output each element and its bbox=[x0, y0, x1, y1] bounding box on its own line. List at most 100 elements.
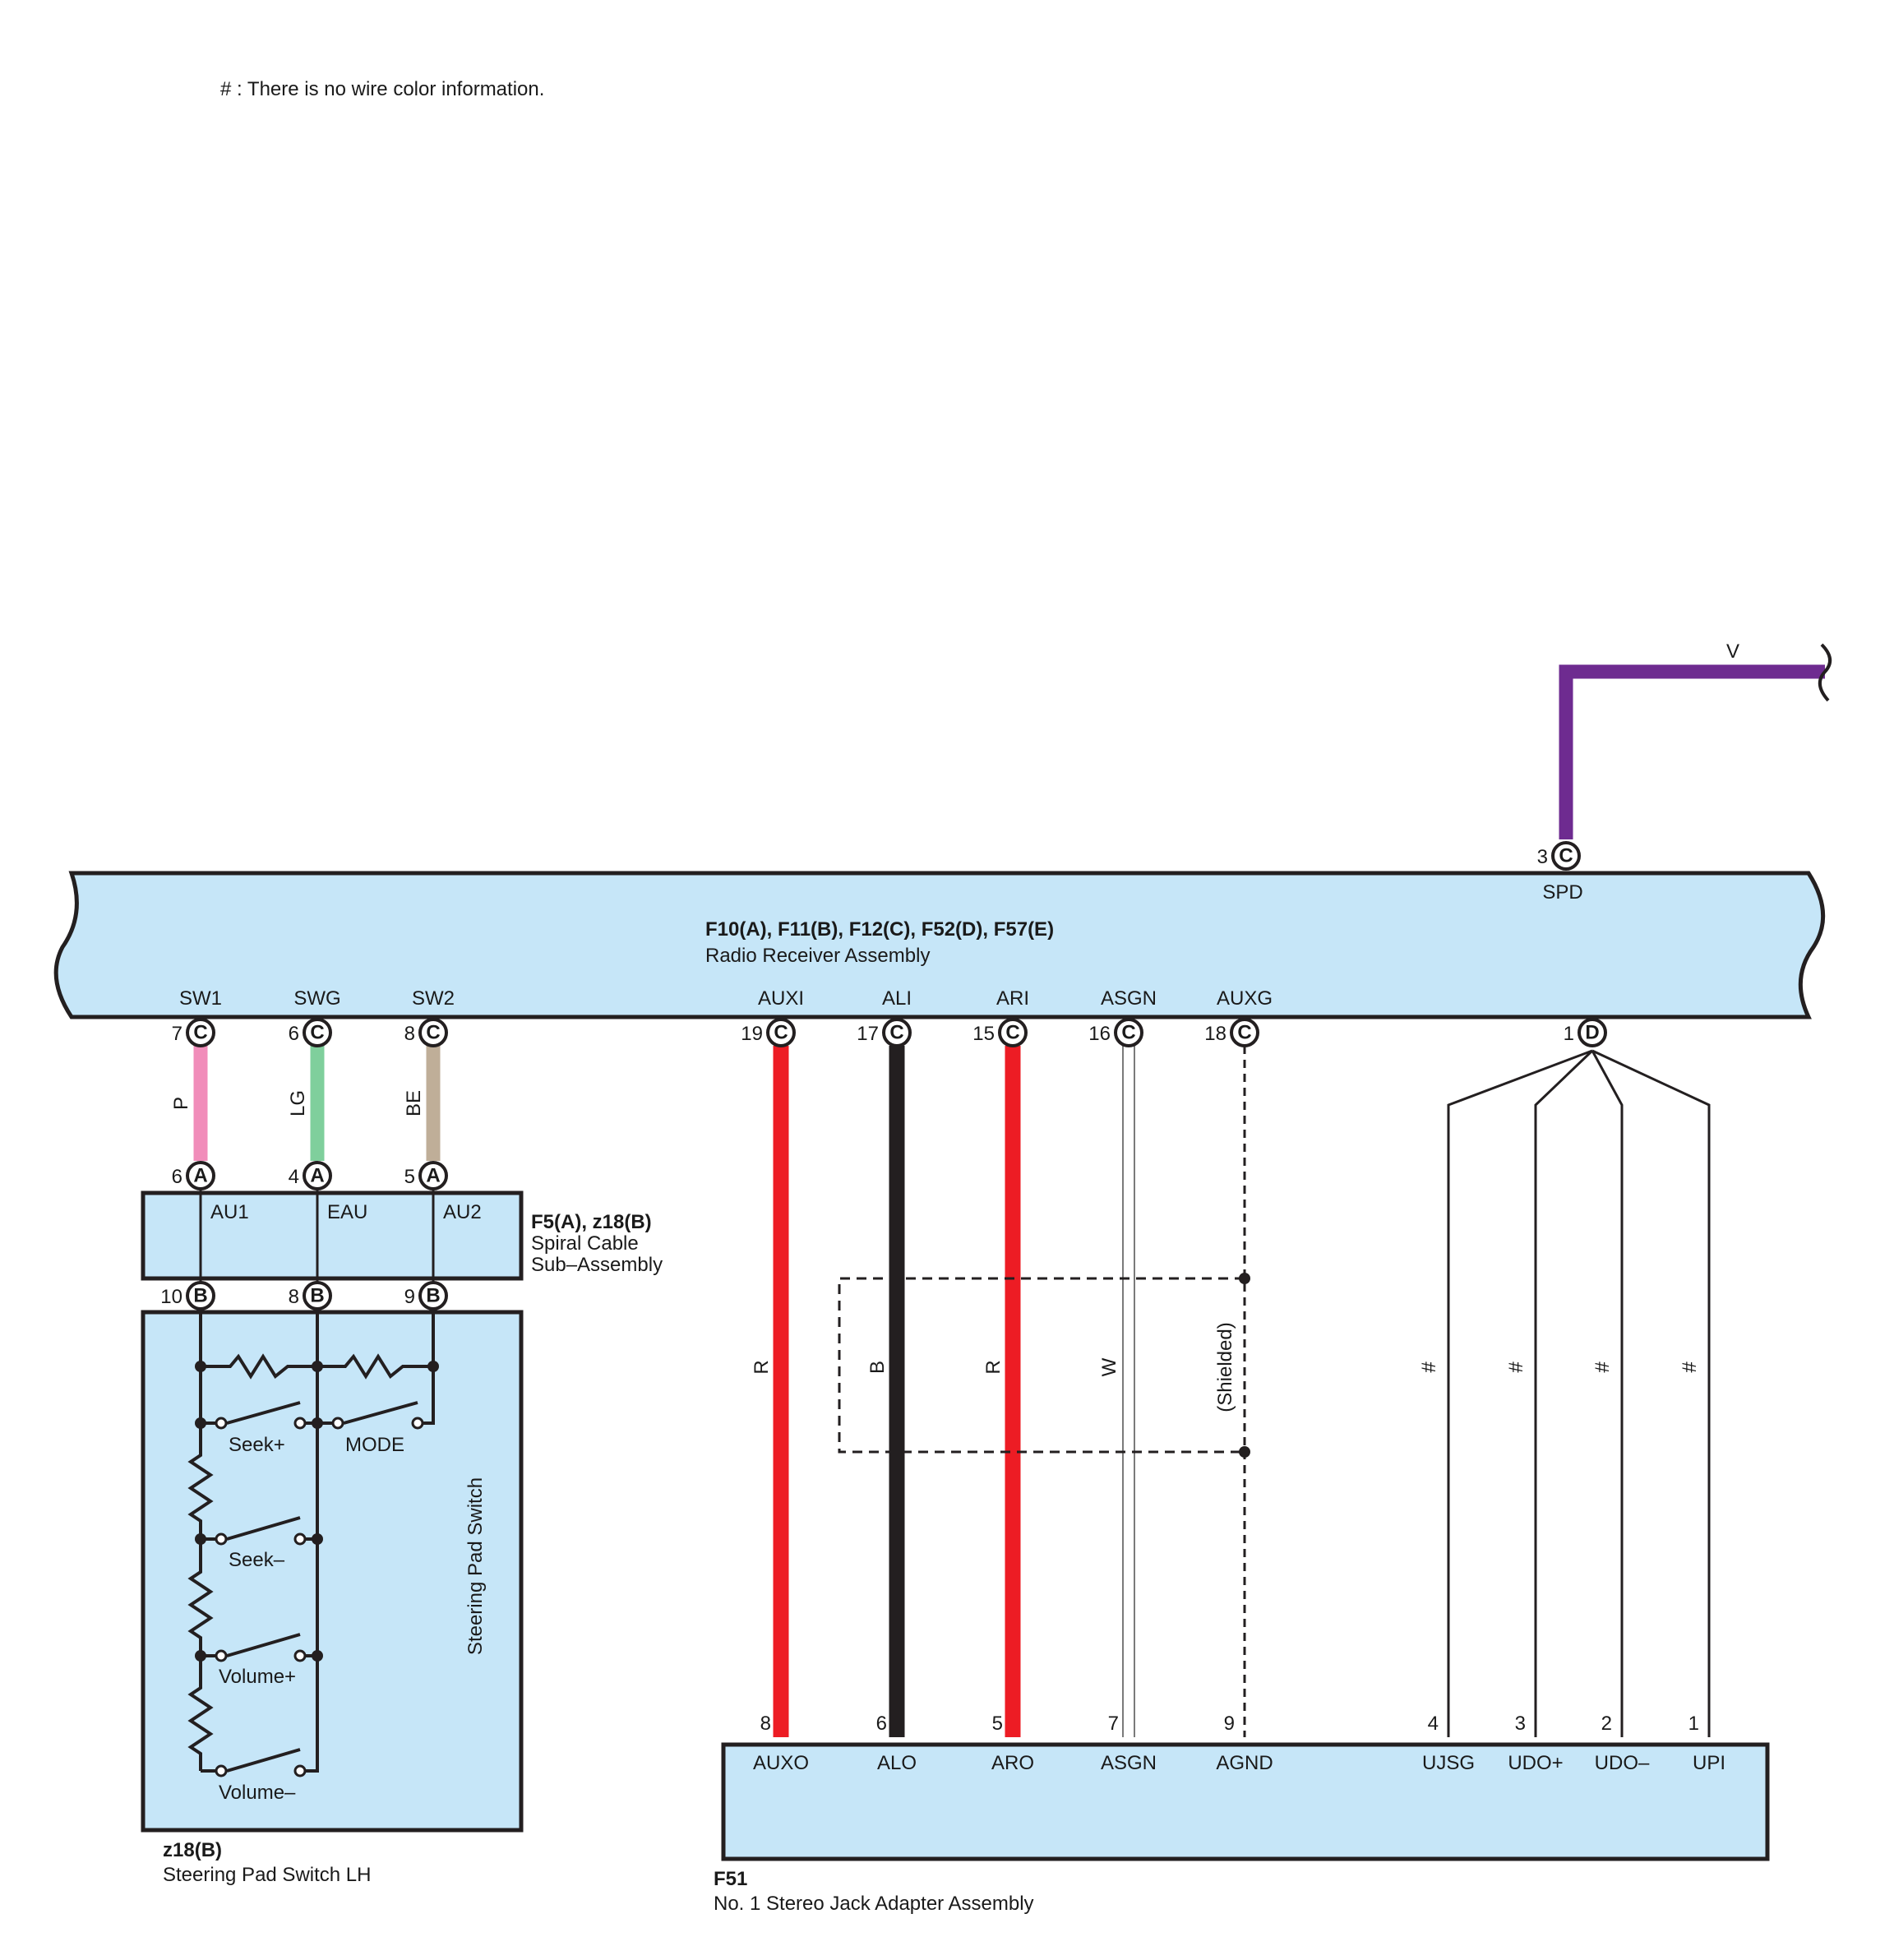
terminal-AU1: AU1 bbox=[210, 1201, 249, 1223]
jack-pin-4: 4 bbox=[1428, 1713, 1439, 1735]
spiral-cable-name2: Sub–Assembly bbox=[531, 1254, 663, 1276]
svg-text:C: C bbox=[1559, 845, 1573, 867]
terminal-SW1: SW1 bbox=[179, 987, 222, 1010]
svg-text:8: 8 bbox=[404, 1023, 415, 1045]
jack-term-UDO-plus: UDO+ bbox=[1508, 1752, 1563, 1774]
connector-spiral-a5: A 5 bbox=[404, 1161, 448, 1190]
wire-color-B: B bbox=[866, 1361, 889, 1374]
spiral-cable-name1: Spiral Cable bbox=[531, 1232, 639, 1255]
svg-text:C: C bbox=[310, 1022, 324, 1044]
switch-contacts bbox=[215, 1417, 424, 1777]
stereo-jack-code: F51 bbox=[714, 1868, 747, 1890]
svg-text:8: 8 bbox=[289, 1286, 299, 1308]
radio-receiver-name: Radio Receiver Assembly bbox=[705, 945, 930, 967]
jack-pin-3: 3 bbox=[1515, 1713, 1526, 1735]
svg-text:B: B bbox=[193, 1285, 207, 1307]
steering-pad-inner-label: Steering Pad Switch bbox=[464, 1477, 487, 1655]
jack-pin-8: 8 bbox=[760, 1713, 771, 1735]
terminal-EAU: EAU bbox=[327, 1201, 367, 1223]
connector-radio-swg: C 6 bbox=[289, 1018, 332, 1047]
terminal-SW2: SW2 bbox=[412, 987, 455, 1010]
connector-spiral-a4: A 4 bbox=[289, 1161, 332, 1190]
jack-pin-2: 2 bbox=[1601, 1713, 1612, 1735]
svg-text:18: 18 bbox=[1204, 1023, 1226, 1045]
steering-pad-body bbox=[141, 1310, 524, 1833]
jack-pin-9: 9 bbox=[1224, 1713, 1235, 1735]
switch-label-seek-plus: Seek+ bbox=[229, 1434, 285, 1456]
svg-text:C: C bbox=[1121, 1022, 1135, 1044]
wire-v bbox=[1559, 664, 1825, 839]
svg-text:C: C bbox=[889, 1022, 903, 1044]
terminal-AUXI: AUXI bbox=[758, 987, 804, 1010]
terminal-ARI: ARI bbox=[996, 987, 1029, 1010]
switch-label-volume-minus: Volume– bbox=[219, 1782, 296, 1804]
switch-label-mode: MODE bbox=[345, 1434, 404, 1456]
svg-text:15: 15 bbox=[972, 1023, 995, 1045]
svg-text:A: A bbox=[310, 1165, 324, 1187]
svg-text:9: 9 bbox=[404, 1286, 415, 1308]
wire-upi bbox=[1591, 1049, 1711, 1737]
svg-text:17: 17 bbox=[857, 1023, 879, 1045]
svg-text:A: A bbox=[193, 1165, 207, 1187]
shield-outline bbox=[838, 1277, 1245, 1454]
svg-text:6: 6 bbox=[172, 1166, 182, 1188]
stereo-jack-name: No. 1 Stereo Jack Adapter Assembly bbox=[714, 1893, 1034, 1915]
wire-color-shielded: (Shielded) bbox=[1214, 1322, 1236, 1412]
wire-color-BE: BE bbox=[403, 1090, 425, 1116]
radio-receiver-body bbox=[53, 871, 1826, 1019]
terminal-ALI: ALI bbox=[882, 987, 912, 1010]
steering-pad-dots bbox=[195, 1361, 439, 1662]
connector-spiral-b10: B 10 bbox=[160, 1281, 215, 1311]
wire-color-R1: R bbox=[751, 1360, 773, 1374]
switch-label-seek-minus: Seek– bbox=[229, 1549, 285, 1571]
wire-udo-minus bbox=[1591, 1050, 1624, 1737]
terminal-SPD: SPD bbox=[1542, 881, 1582, 904]
svg-text:7: 7 bbox=[172, 1023, 182, 1045]
note-text: # : There is no wire color information. bbox=[220, 78, 544, 100]
wire-color-W: W bbox=[1098, 1357, 1120, 1376]
svg-text:16: 16 bbox=[1088, 1023, 1111, 1045]
svg-text:19: 19 bbox=[741, 1023, 763, 1045]
switch-label-volume-plus: Volume+ bbox=[219, 1666, 296, 1688]
connector-radio-asgn: C 16 bbox=[1088, 1018, 1143, 1047]
connector-radio-ari: C 15 bbox=[972, 1018, 1028, 1047]
connector-radio-auxg: C 18 bbox=[1204, 1018, 1259, 1047]
jack-pin-7: 7 bbox=[1108, 1713, 1119, 1735]
jack-pin-1: 1 bbox=[1688, 1713, 1699, 1735]
connector-spiral-a6: A 6 bbox=[172, 1161, 215, 1190]
jack-pin-6: 6 bbox=[876, 1713, 887, 1735]
wire-color-LG: LG bbox=[287, 1090, 309, 1116]
connector-radio-sw2: C 8 bbox=[404, 1018, 448, 1047]
svg-text:10: 10 bbox=[160, 1286, 182, 1308]
svg-text:3: 3 bbox=[1537, 846, 1548, 868]
connector-radio-d1: D 1 bbox=[1564, 1018, 1607, 1047]
svg-text:5: 5 bbox=[404, 1166, 415, 1188]
radio-receiver-code: F10(A), F11(B), F12(C), F52(D), F57(E) bbox=[705, 918, 1054, 941]
connector-spiral-b9: B 9 bbox=[404, 1281, 448, 1311]
spiral-cable-body bbox=[141, 1190, 524, 1281]
shield-dot-bottom bbox=[1239, 1446, 1250, 1458]
svg-text:4: 4 bbox=[289, 1166, 299, 1188]
wire-color-hash-4: # bbox=[1679, 1361, 1701, 1373]
connector-radio-sw1: C 7 bbox=[172, 1018, 215, 1047]
svg-text:A: A bbox=[426, 1165, 440, 1187]
jack-term-UPI: UPI bbox=[1693, 1752, 1725, 1774]
steering-pad-code: z18(B) bbox=[163, 1839, 222, 1861]
svg-text:6: 6 bbox=[289, 1023, 299, 1045]
terminal-AUXG: AUXG bbox=[1217, 987, 1273, 1010]
connector-radio-top: C 3 bbox=[1537, 841, 1581, 871]
jack-term-UDO-minus: UDO– bbox=[1595, 1752, 1650, 1774]
terminal-AU2: AU2 bbox=[443, 1201, 482, 1223]
svg-text:C: C bbox=[774, 1022, 788, 1044]
jack-term-AUXO: AUXO bbox=[753, 1752, 809, 1774]
jack-term-AGND: AGND bbox=[1216, 1752, 1273, 1774]
svg-text:B: B bbox=[426, 1285, 440, 1307]
wire-color-P: P bbox=[170, 1097, 192, 1110]
connector-spiral-b8: B 8 bbox=[289, 1281, 332, 1311]
steering-pad-name: Steering Pad Switch LH bbox=[163, 1864, 371, 1886]
svg-text:C: C bbox=[426, 1022, 440, 1044]
spiral-cable-code: F5(A), z18(B) bbox=[531, 1211, 652, 1233]
svg-text:D: D bbox=[1585, 1022, 1599, 1044]
svg-text:1: 1 bbox=[1564, 1023, 1574, 1045]
